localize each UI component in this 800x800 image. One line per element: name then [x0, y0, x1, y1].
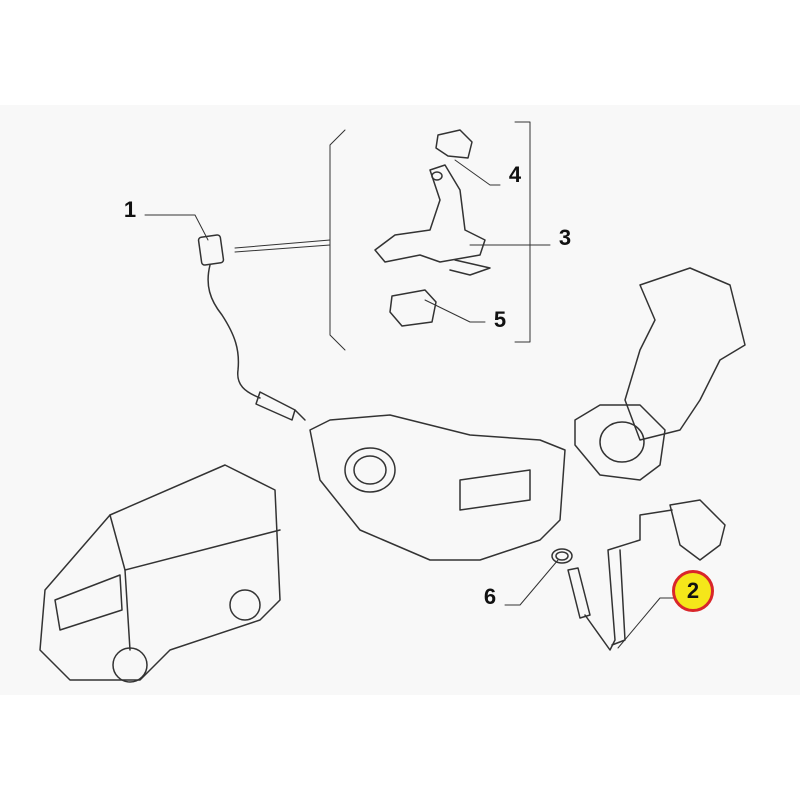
callout-5[interactable]: 5: [493, 307, 507, 332]
gasket-part-6: [551, 548, 573, 564]
lambda-sensor-front: [197, 234, 306, 421]
diagram-background: [0, 105, 800, 695]
catalytic-converter: [309, 414, 566, 561]
clip-part-4: [435, 129, 473, 159]
leader-lines: [144, 121, 676, 649]
clip-part-5: [389, 289, 437, 327]
pre-catalyst-pipe: [574, 267, 746, 481]
callout-1[interactable]: 1: [123, 197, 137, 222]
van-illustration: [39, 464, 281, 683]
lambda-sensor-rear: [567, 499, 726, 651]
callout-2-highlighted[interactable]: 2: [672, 570, 714, 612]
callout-4[interactable]: 4: [508, 162, 522, 187]
callout-3[interactable]: 3: [558, 225, 572, 250]
callout-6[interactable]: 6: [483, 584, 497, 609]
bracket-part: [374, 164, 491, 276]
